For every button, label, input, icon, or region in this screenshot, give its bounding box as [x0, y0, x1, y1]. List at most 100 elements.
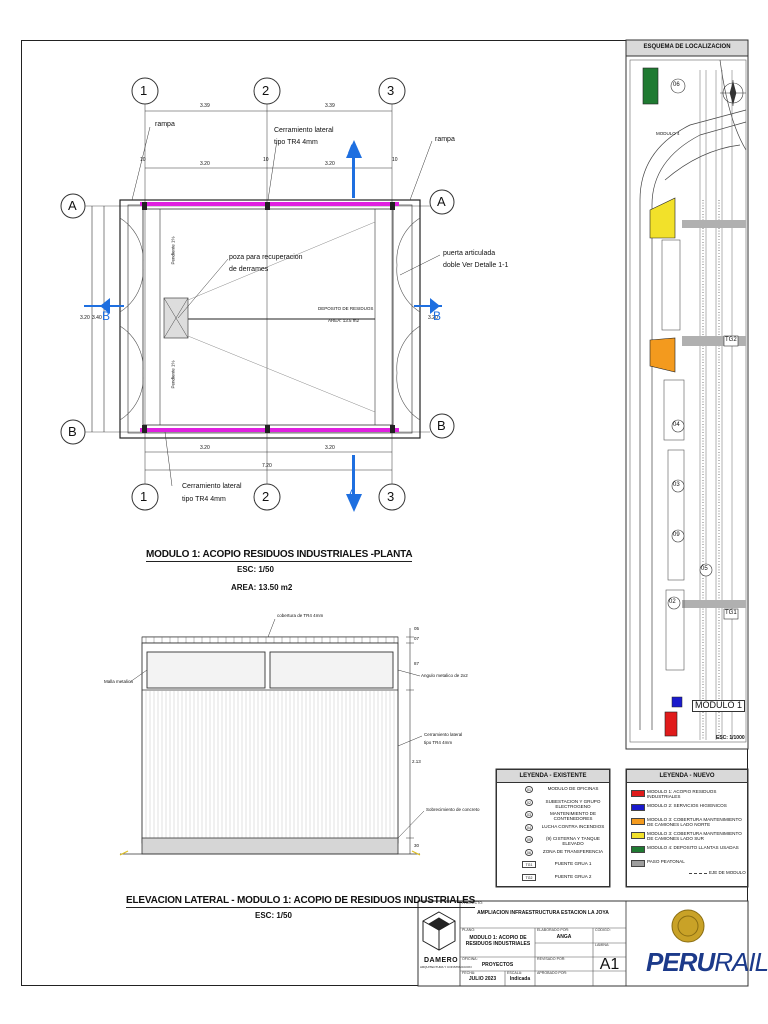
- tb-escala: Indicada: [509, 976, 531, 982]
- cap-lamina: LAMINA:: [595, 943, 610, 947]
- location-title: ESQUEMA DE LOCALIZACION: [643, 44, 731, 50]
- cap-oficina: OFICINA:: [462, 957, 478, 961]
- map-label-modulo4: MODULO 4: [656, 131, 680, 136]
- perurail-peru: PERU: [646, 947, 715, 977]
- cap-fecha: FECHA:: [462, 971, 476, 975]
- grid-bubble: [429, 189, 455, 215]
- grid-label-2-bottom: 2: [262, 489, 270, 504]
- note-rampa-right: rampa: [435, 136, 455, 143]
- note-cobertura: cobertura de TR4 4mm: [277, 613, 324, 618]
- legend-new-item: MODULO 2: SERVICIOS HIGIENICOS: [627, 803, 747, 813]
- cap-escala: ESCALA:: [507, 971, 523, 975]
- perurail-logo: PERURAIL: [646, 948, 768, 977]
- grid-label-b-right: B: [437, 418, 446, 433]
- dim-top-inner-1: 3.20: [200, 161, 210, 167]
- cap-aprobado: APROBADO POR:: [537, 971, 568, 975]
- plan-title: MODULO 1: ACOPIO RESIDUOS INDUSTRIALES -…: [146, 549, 413, 562]
- legend-new-text: MODULO 2: SERVICIOS HIGIENICOS: [647, 803, 727, 808]
- eje-line-symbol: [689, 873, 707, 874]
- legend-existing-symbol: 05: [525, 836, 533, 843]
- legend-existing-text: SUBESTACION Y GRUPO ELECTROGENO: [545, 798, 601, 809]
- dim-bottom-inner-1: 3.20: [200, 445, 210, 451]
- elev-dim-3: 87: [414, 661, 420, 666]
- map-label-05: 05: [701, 566, 708, 572]
- legend-color-swatch: [631, 860, 645, 867]
- note-cerramiento-elev-2: tipo TR4 4mm: [424, 740, 453, 745]
- section-b-right: B: [433, 309, 442, 323]
- legend-color-swatch: [631, 818, 645, 825]
- elevation-title: ELEVACION LATERAL - MODULO 1: ACOPIO DE …: [126, 895, 476, 908]
- damero-logo-text: DAMERO: [424, 957, 459, 964]
- legend-existing-symbol: 01: [525, 786, 533, 793]
- location-scale: ESC: 1/1000: [716, 735, 745, 741]
- legend-color-swatch: [631, 846, 645, 853]
- grid-label-3-bottom: 3: [387, 489, 395, 504]
- legend-new-item: MODULO 3: COBERTURA MANTENIMIENTO DE CAM…: [627, 831, 747, 841]
- legend-existing-text: PUENTE GRUA 2: [554, 873, 592, 879]
- grid-label-1: 1: [140, 83, 148, 98]
- tb-oficina: PROYECTOS: [481, 962, 514, 968]
- legend-new: LEYENDA - NUEVO MODULO 1: ACOPIO RESIDUO…: [626, 769, 748, 887]
- legend-existing-symbol: 06: [525, 848, 533, 856]
- dim-right: 3.20: [428, 315, 438, 321]
- note-poza-2: de derrames: [229, 266, 269, 273]
- map-label-02: 02: [669, 599, 676, 605]
- grid-label-2: 2: [262, 83, 270, 98]
- dim-bottom-outer: 7.20: [262, 463, 272, 469]
- legend-existing-text: LUCHA CONTRA INCENDIOS: [541, 823, 605, 829]
- legend-new-title: LEYENDA - NUEVO: [627, 770, 747, 783]
- note-poza-1: poza para recuperacion: [229, 254, 303, 261]
- note-cerramiento-bottom-2: tipo TR4 4mm: [182, 496, 226, 503]
- legend-new-item: MODULO 1: ACOPIO RESIDUOS INDUSTRIALES: [627, 789, 747, 799]
- section-a-top: A: [348, 142, 357, 156]
- legend-existing-item: 05(9) CISTERNA Y TANQUE ELEVADO: [497, 835, 609, 846]
- dim-top-outer-1: 3.39: [200, 103, 210, 109]
- cap-codigo: CODIGO:: [595, 928, 611, 932]
- note-rampa-left: rampa: [155, 121, 175, 128]
- cap-revisado: REVISADO POR:: [537, 957, 566, 961]
- legend-eje-text: EJE DE MODULO: [709, 870, 746, 875]
- note-cerramiento-bottom-1: Cerramiento lateral: [182, 483, 242, 490]
- grid-label-1-bottom: 1: [140, 489, 148, 504]
- legend-existing-item: 01 MODULO DE OFICINAS: [497, 785, 609, 795]
- legend-existing-text: MODULO DE OFICINAS: [547, 786, 599, 791]
- note-cerramiento-top-2: tipo TR4 4mm: [274, 139, 318, 146]
- dim-small-1: 10: [140, 157, 146, 163]
- map-label-09: 09: [673, 532, 680, 538]
- legend-existing-title: LEYENDA - EXISTENTE: [497, 770, 609, 783]
- legend-existing-item: 06 ZONA DE TRANSFERENCIA: [497, 848, 609, 858]
- legend-existing-text: MANTENIMIENTO DE CONTENEDORES: [549, 811, 597, 821]
- note-deposito-1: DEPOSITO DE RESIDUOS: [318, 306, 374, 311]
- legend-existing-symbol: TG2: [522, 873, 536, 881]
- dim-top-outer-2: 3.39: [325, 103, 335, 109]
- perurail-rail: RAIL: [714, 947, 768, 977]
- legend-new-item: MODULO 4: DEPOSITO LLANTAS USADAS: [627, 845, 747, 855]
- note-puerta-2: doble Ver Detalle 1-1: [443, 262, 509, 269]
- plan-area: AREA: 13.50 m2: [231, 583, 293, 592]
- tb-elaborado: ANGA: [556, 934, 572, 940]
- map-label-03: 03: [673, 482, 680, 488]
- dim-small-3: 10: [392, 157, 398, 163]
- legend-existing-text: ZONA DE TRANSFERENCIA: [542, 848, 604, 854]
- note-cerramiento-elev-1: Cerramiento lateral: [424, 732, 463, 737]
- dim-small-2: 10: [263, 157, 269, 163]
- legend-existing: LEYENDA - EXISTENTE 01 MODULO DE OFICINAS…: [496, 769, 610, 887]
- note-deposito-2: AREA: 13.5 m2: [328, 318, 360, 323]
- legend-new-text: PASO PEATONAL: [647, 859, 685, 864]
- section-b-left: B: [102, 309, 111, 323]
- legend-new-item: MODULO 3: COBERTURA MANTENIMIENTO DE CAM…: [627, 817, 747, 827]
- cap-plano: PLANO:: [462, 928, 476, 932]
- tb-lamina: A1: [599, 956, 620, 973]
- cap-elaborado: ELABORADO POR:: [537, 928, 570, 932]
- legend-new-text: MODULO 1: ACOPIO RESIDUOS INDUSTRIALES: [647, 789, 717, 799]
- legend-new-text: MODULO 4: DEPOSITO LLANTAS USADAS: [647, 845, 739, 850]
- note-pendiente-1: Pendiente 1%: [170, 236, 176, 265]
- note-puerta-1: puerta articulada: [443, 250, 496, 257]
- legend-existing-item: TG2 PUENTE GRUA 2: [497, 873, 609, 883]
- legend-new-item: PASO PEATONAL: [627, 859, 747, 869]
- dim-left-2: 3.40: [92, 315, 102, 321]
- tb-plano: MODULO 1: ACOPIO DE RESIDUOS INDUSTRIALE…: [465, 935, 531, 947]
- map-label-04: 04: [673, 422, 680, 428]
